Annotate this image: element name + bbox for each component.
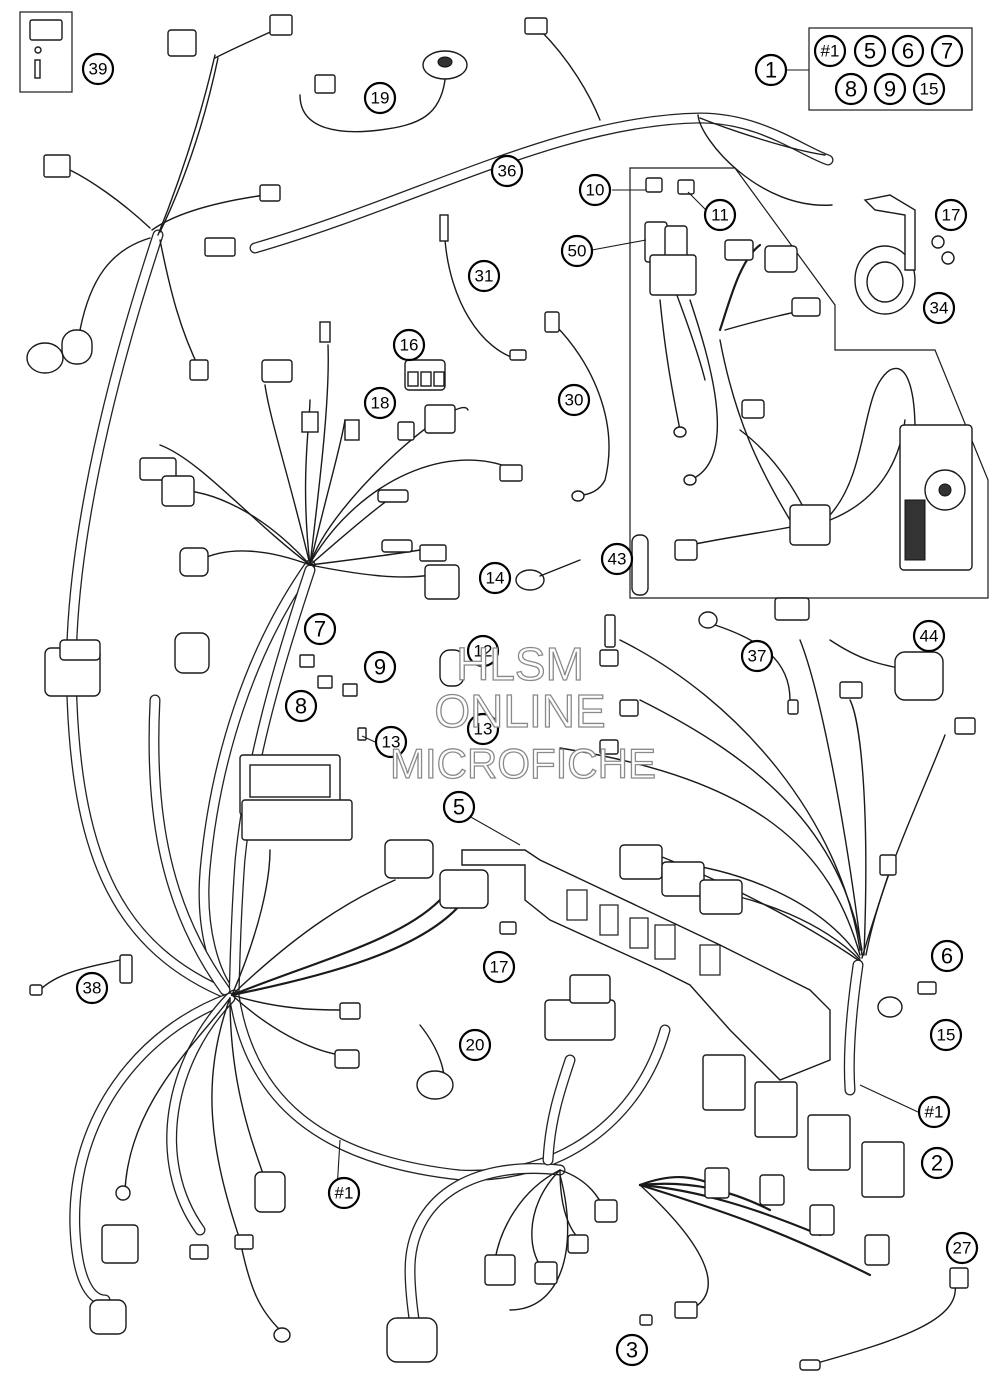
callout-36: 36 (490, 154, 524, 188)
callout-k6: 6 (891, 34, 925, 68)
callout-37: 37 (740, 639, 774, 673)
svg-text:18: 18 (371, 394, 390, 413)
callout-39: 39 (81, 52, 115, 86)
svg-text:#1: #1 (925, 1103, 944, 1122)
components (19, 11, 989, 1371)
svg-text:37: 37 (748, 647, 767, 666)
svg-text:7: 7 (314, 617, 326, 642)
svg-text:9: 9 (374, 655, 386, 680)
callout-9: 9 (363, 650, 397, 684)
callout-27: 27 (945, 1231, 979, 1265)
callout-43: 43 (600, 542, 634, 576)
svg-text:#1: #1 (335, 1184, 354, 1203)
callout-44: 44 (912, 619, 946, 653)
svg-text:16: 16 (400, 336, 419, 355)
callout-18: 18 (363, 386, 397, 420)
callout-50: 50 (560, 234, 594, 268)
svg-text:17: 17 (490, 958, 509, 977)
svg-text:39: 39 (89, 60, 108, 79)
callouts: 1 2 3 5 6 7 8 9 10 11 12 13 13 14 15 16 … (75, 34, 979, 1367)
callout-6: 6 (930, 939, 964, 973)
svg-text:43: 43 (608, 550, 627, 569)
callout-2: 2 (920, 1146, 954, 1180)
leaders (336, 69, 919, 1191)
svg-text:14: 14 (486, 569, 505, 588)
callout-17a: 17 (934, 198, 968, 232)
svg-text:10: 10 (586, 181, 605, 200)
wires (39, 24, 956, 1366)
callout-13b: 13 (466, 712, 500, 746)
callout-k8: 8 (834, 72, 868, 106)
svg-text:20: 20 (466, 1036, 485, 1055)
callout-20: 20 (458, 1028, 492, 1062)
callout-16: 16 (392, 328, 426, 362)
svg-text:17: 17 (942, 206, 961, 225)
callout-31: 31 (467, 259, 501, 293)
svg-text:9: 9 (884, 77, 896, 102)
callout-5: 5 (442, 790, 476, 824)
callout-13a: 13 (374, 725, 408, 759)
callout-34: 34 (922, 291, 956, 325)
callout-30: 30 (557, 383, 591, 417)
svg-text:8: 8 (845, 77, 857, 102)
svg-text:13: 13 (474, 720, 493, 739)
svg-text:50: 50 (568, 242, 587, 261)
svg-text:6: 6 (902, 39, 914, 64)
svg-text:15: 15 (937, 1026, 956, 1045)
svg-text:#1: #1 (821, 42, 840, 61)
callout-k5: 5 (853, 34, 887, 68)
svg-text:2: 2 (931, 1151, 943, 1176)
svg-text:19: 19 (371, 89, 390, 108)
svg-text:13: 13 (382, 733, 401, 752)
callout-1: 1 (754, 53, 788, 87)
callout-15: 15 (929, 1018, 963, 1052)
svg-text:5: 5 (864, 39, 876, 64)
callout-19: 19 (363, 81, 397, 115)
callout-12: 12 (466, 634, 500, 668)
callout-h1c: #1 (327, 1176, 361, 1210)
callout-3: 3 (615, 1333, 649, 1367)
svg-text:3: 3 (626, 1338, 638, 1363)
svg-text:12: 12 (474, 642, 493, 661)
callout-14: 14 (478, 561, 512, 595)
watermark-line-2: ONLINE (434, 685, 605, 737)
svg-text:15: 15 (920, 80, 939, 99)
callout-38: 38 (75, 971, 109, 1005)
svg-text:6: 6 (941, 944, 953, 969)
svg-text:1: 1 (765, 58, 777, 83)
svg-text:34: 34 (930, 299, 949, 318)
callout-10: 10 (578, 173, 612, 207)
svg-text:36: 36 (498, 162, 517, 181)
svg-text:30: 30 (565, 391, 584, 410)
watermark-line-1: HLSM (456, 638, 584, 690)
svg-text:44: 44 (920, 627, 939, 646)
svg-text:7: 7 (941, 39, 953, 64)
svg-text:8: 8 (295, 694, 307, 719)
callout-k9: 9 (873, 72, 907, 106)
callout-8: 8 (284, 689, 318, 723)
callout-7: 7 (303, 612, 337, 646)
svg-text:11: 11 (711, 206, 729, 225)
callout-k7: 7 (930, 34, 964, 68)
svg-text:5: 5 (453, 795, 465, 820)
callout-h1a: #1 (813, 34, 847, 68)
callout-h1b: #1 (917, 1095, 951, 1129)
svg-text:27: 27 (953, 1239, 972, 1258)
callout-k15: 15 (912, 72, 946, 106)
watermark-line-3: MICROFICHE (390, 740, 656, 787)
svg-text:31: 31 (475, 267, 494, 286)
callout-17b: 17 (482, 950, 516, 984)
watermark: HLSM ONLINE MICROFICHE (389, 637, 656, 787)
callout-11: 11 (703, 198, 737, 232)
svg-text:38: 38 (83, 979, 102, 998)
